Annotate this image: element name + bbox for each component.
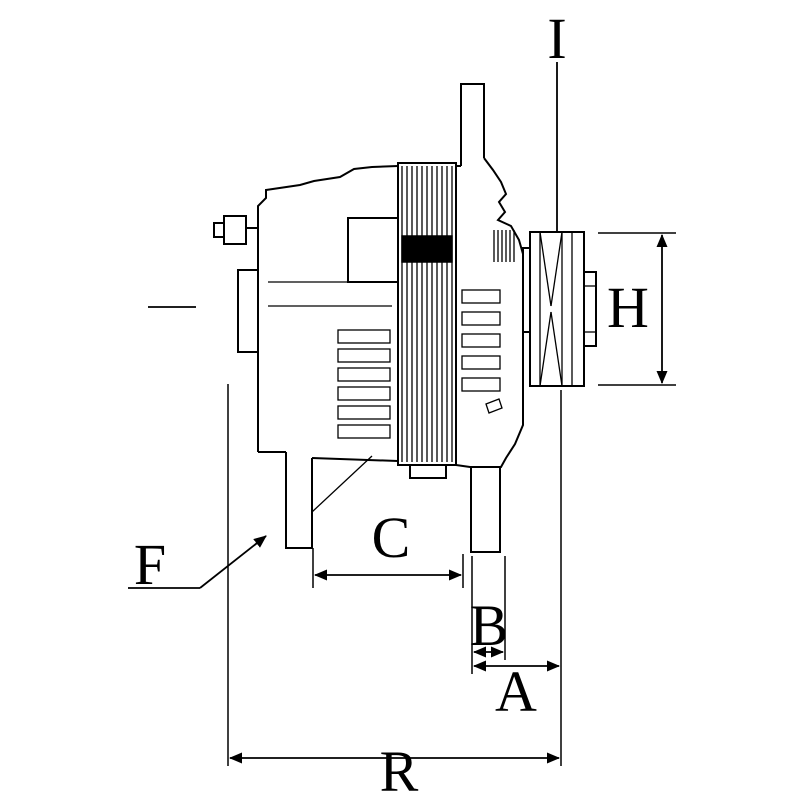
stator-winding-dark-band (401, 235, 453, 263)
pulley (522, 231, 597, 387)
vent-slat (461, 377, 501, 392)
rear-vent-slots (337, 329, 391, 439)
vent-slot (337, 329, 391, 344)
mounting-foot-right (470, 467, 501, 553)
shaft-stud (460, 83, 485, 166)
vent-slat (461, 289, 501, 304)
dimension-H: H (598, 232, 676, 386)
stator-fin-band (397, 162, 457, 479)
left-side-block (237, 269, 259, 353)
vent-slot (337, 424, 391, 439)
front-vent-slats (461, 289, 501, 392)
dimension-R: R (227, 384, 562, 800)
dim-label-i: I (547, 6, 566, 71)
vent-slot (337, 367, 391, 382)
pulley-vgroove (550, 231, 563, 307)
alternator-body (213, 83, 597, 553)
dimension-F: F (128, 532, 267, 597)
vent-slat (461, 333, 501, 348)
dimension-C: C (312, 505, 464, 588)
vent-slat (461, 311, 501, 326)
dim-f-leader-arrow (199, 535, 267, 589)
dimension-B: B (470, 556, 509, 674)
terminal-nub (213, 222, 225, 238)
pulley-hub (583, 271, 597, 347)
dim-label-h: H (607, 275, 649, 340)
dim-label-c: C (372, 505, 411, 570)
dimension-I: I (547, 6, 567, 231)
dim-label-a: A (495, 659, 537, 724)
vent-slat (461, 355, 501, 370)
terminal-block (223, 215, 247, 245)
dim-label-r: R (380, 739, 419, 800)
front-right-edge (455, 254, 524, 468)
front-upper-contour (483, 157, 524, 255)
pulley-vgroove (539, 311, 552, 387)
rear-bottom-edge (311, 457, 399, 462)
front-bracket (455, 83, 524, 468)
rear-housing-outline (257, 165, 399, 228)
vent-slot (337, 386, 391, 401)
dim-label-f: F (134, 532, 166, 597)
pulley-vgroove (539, 231, 552, 307)
vent-slot (337, 405, 391, 420)
dimension-annotations: I H F C B (128, 6, 676, 800)
mounting-foot-left (285, 452, 313, 549)
foot-strut-diagonal (311, 455, 373, 513)
brush-holder-box (347, 217, 399, 283)
stator-lower-lug (409, 464, 447, 479)
pulley-outline (529, 231, 585, 387)
thread-hatch (493, 230, 515, 262)
pulley-vgroove (550, 311, 563, 387)
vent-slot (337, 348, 391, 363)
stator-fins-hatch (401, 166, 453, 462)
pulley-shaft-link (522, 247, 531, 333)
front-small-lug (485, 398, 503, 414)
dim-label-b: B (470, 593, 509, 658)
dimension-A: A (473, 659, 560, 724)
